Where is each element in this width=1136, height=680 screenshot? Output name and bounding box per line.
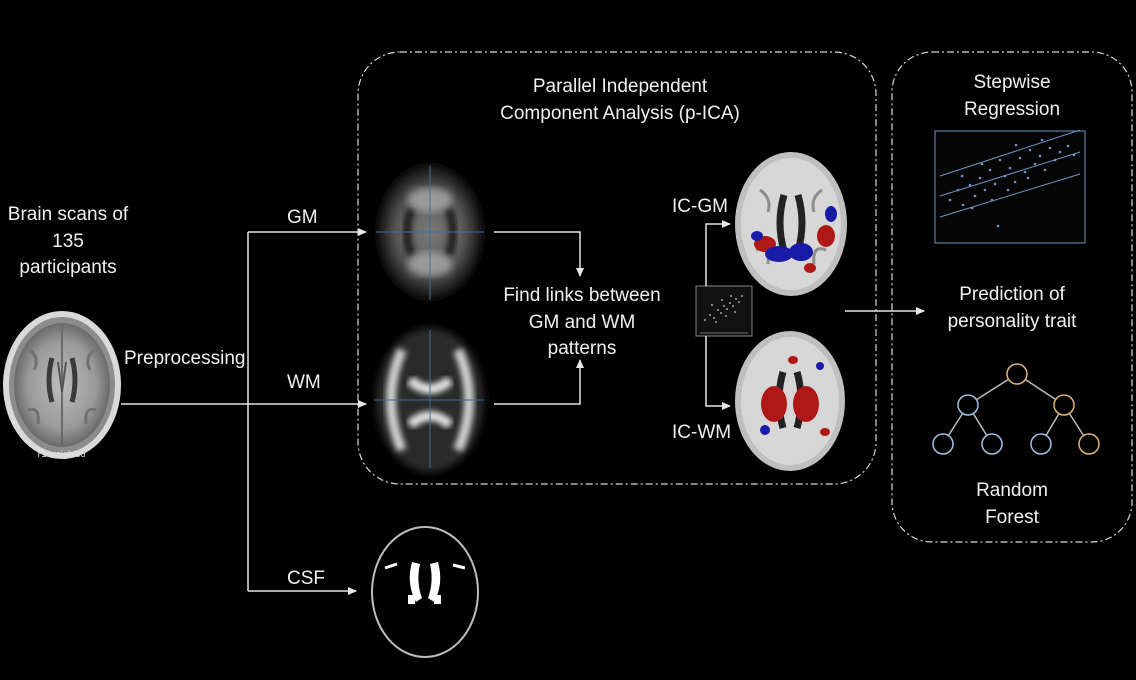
stepwise-line1: Stepwise: [973, 72, 1051, 93]
input-title-line1: Brain scans of: [7, 204, 129, 225]
prediction-label: Prediction of personality trait: [902, 282, 1122, 335]
links-scatter-inset: [695, 285, 753, 337]
prediction-line2: personality trait: [947, 310, 1077, 332]
tree-node: [957, 394, 979, 416]
ic-wm-label: IC-WM: [672, 422, 732, 443]
csf-map-image: [371, 526, 479, 658]
input-title-line2: 135: [52, 230, 84, 252]
wm-label: WM: [287, 372, 321, 393]
preprocessing-label: Preprocessing: [124, 348, 246, 369]
pica-title-line2: Component Analysis (p-ICA): [500, 102, 740, 124]
random-forest-label: Random Forest: [912, 478, 1112, 531]
forest-line1: Random: [976, 480, 1048, 501]
links-label: Find links between GM and WM patterns: [490, 283, 674, 363]
tree-node: [932, 433, 954, 455]
prediction-line1: Prediction of: [959, 284, 1065, 305]
tree-node: [1030, 433, 1052, 455]
scan-caption: T1-weighted: [36, 449, 86, 459]
links-line3: patterns: [547, 338, 617, 360]
stepwise-line2: Regression: [963, 98, 1061, 120]
forest-line2: Forest: [985, 506, 1039, 528]
input-title-line3: participants: [19, 257, 117, 279]
links-line2: GM and WM: [528, 311, 636, 333]
tree-node: [981, 433, 1003, 455]
csf-label: CSF: [287, 568, 325, 589]
random-forest-tree: [932, 363, 1100, 455]
regression-plot-image: [934, 129, 1086, 244]
arrow-to-ic-wm: [705, 336, 731, 410]
links-line1: Find links between: [503, 285, 661, 306]
models-box: [891, 51, 1133, 543]
ic-wm-brain-image: [735, 331, 845, 471]
stepwise-label: Stepwise Regression: [912, 70, 1112, 123]
wm-to-links-arrow: [494, 359, 584, 405]
input-title: Brain scans of 135 participants: [0, 202, 136, 282]
tree-node: [1053, 394, 1075, 416]
tree-node: [1078, 433, 1100, 455]
pica-box: [357, 51, 877, 485]
arrow-to-ic-gm: [705, 220, 731, 286]
gm-to-links-arrow: [494, 231, 584, 277]
pica-title-line1: Parallel Independent: [532, 76, 708, 97]
wm-map-image: [374, 328, 484, 472]
t1-brain-image: [3, 311, 121, 459]
pica-title: Parallel Independent Component Analysis …: [470, 74, 770, 127]
tree-node-root: [1006, 363, 1028, 385]
ic-gm-brain-image: [735, 152, 847, 296]
gm-map-image: [375, 162, 485, 302]
gm-label: GM: [287, 207, 318, 228]
ic-gm-label: IC-GM: [672, 196, 728, 217]
